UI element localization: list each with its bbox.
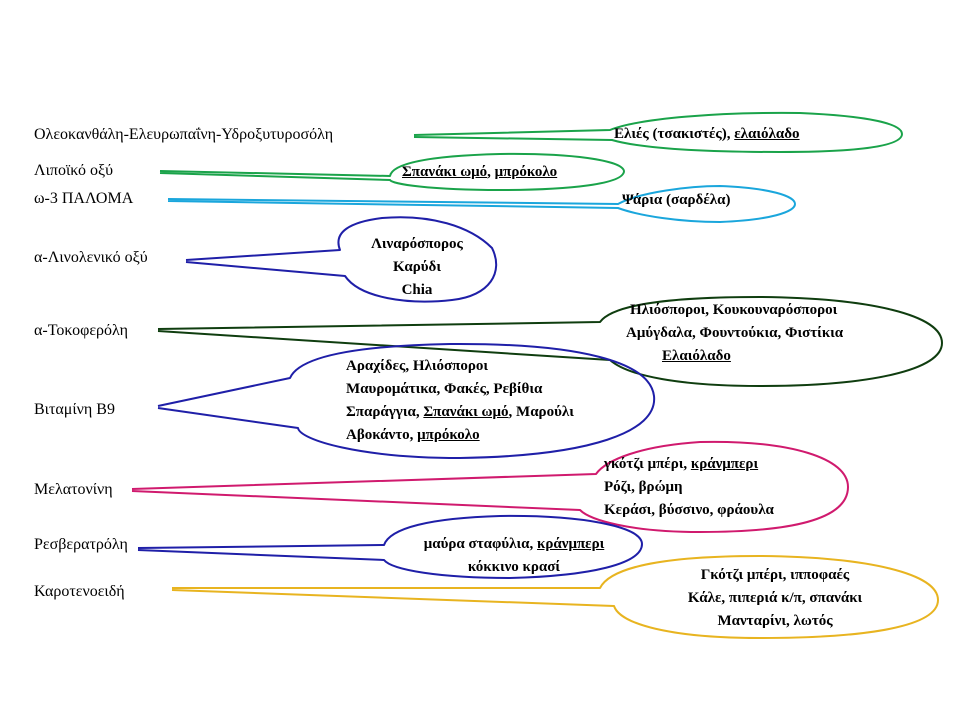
label-resveratrol: Ρεσβερατρόλη bbox=[34, 536, 128, 553]
bubble-text-segment: Σπανάκι ωμό bbox=[402, 164, 488, 180]
bubble-text-segment: Κεράσι, βύσσινο, φράουλα bbox=[604, 502, 774, 518]
label-tocopherol: α-Τοκοφερόλη bbox=[34, 322, 129, 339]
bubble-line: Σπανάκι ωμό, μπρόκολο bbox=[402, 161, 557, 184]
bubble-line: Μαυρομάτικα, Φακές, Ρεβίθια bbox=[346, 378, 574, 401]
bubble-line: Γκότζι μπέρι, ιπποφαές bbox=[650, 564, 900, 587]
bubble-line: Chia bbox=[352, 279, 482, 302]
connector-melatonin bbox=[131, 440, 849, 533]
bubble-line: Λιναρόσπορος bbox=[352, 233, 482, 256]
bubble-line: κόκκινο κρασί bbox=[386, 556, 642, 579]
label-linolenic-acid: α-Λινολενικό οξύ bbox=[34, 249, 148, 266]
bubble-resveratrol-text: μαύρα σταφύλια, κράνμπερι κόκκινο κρασί bbox=[386, 533, 642, 579]
bubble-text-segment: Ελιές (τσακιστές), bbox=[614, 126, 735, 142]
bubble-text-segment: Μαυρομάτικα, Φακές, Ρεβίθια bbox=[346, 381, 543, 397]
bubble-text-segment: κόκκινο κρασί bbox=[467, 559, 561, 575]
bubble-text-segment: Αμύγδαλα, Φουντούκια, Φιστίκια bbox=[626, 325, 844, 341]
bubble-line: Αβοκάντο, μπρόκολο bbox=[346, 424, 574, 447]
bubble-text-segment: Ηλιόσποροι, Κουκουναρόσποροι bbox=[630, 302, 838, 318]
bubble-lipoic-acid-text: Σπανάκι ωμό, μπρόκολο bbox=[402, 161, 557, 184]
bubble-line: μαύρα σταφύλια, κράνμπερι bbox=[386, 533, 642, 556]
bubble-text-segment: Λιναρόσπορος bbox=[371, 236, 463, 252]
bubble-omega3-text: Ψάρια (σαρδέλα) bbox=[622, 189, 730, 212]
label-carotenoids: Καροτενοειδή bbox=[34, 583, 125, 600]
bubble-line: Μανταρίνι, λωτός bbox=[650, 610, 900, 633]
label-melatonin: Μελατονίνη bbox=[34, 481, 113, 498]
connector-tocopherol bbox=[157, 296, 943, 387]
bubble-line: Ελαιόλαδο bbox=[662, 345, 843, 368]
bubble-text-segment: Σπαράγγια, bbox=[346, 404, 424, 420]
bubble-line: Ψάρια (σαρδέλα) bbox=[622, 189, 730, 212]
bubble-oleocanthal-text: Ελιές (τσακιστές), ελαιόλαδο bbox=[614, 123, 800, 146]
bubble-line: Ελιές (τσακιστές), ελαιόλαδο bbox=[614, 123, 800, 146]
bubble-text-segment: μπρόκολο bbox=[417, 427, 480, 443]
bubble-text-segment: , bbox=[487, 164, 495, 180]
connector-omega3 bbox=[167, 185, 796, 223]
bubble-text-segment: Γκότζι μπέρι, ιπποφαές bbox=[700, 567, 850, 583]
bubble-text-segment: Chia bbox=[401, 282, 433, 298]
bubble-line: γκότζι μπέρι, κράνμπερι bbox=[604, 453, 774, 476]
connector-b9 bbox=[157, 342, 656, 459]
bubble-text-segment: Σπανάκι ωμό bbox=[423, 404, 509, 420]
bubble-text-segment: Ψάρια (σαρδέλα) bbox=[622, 192, 731, 208]
label-omega3: ω-3 ΠΑΛΟΜΑ bbox=[34, 190, 134, 207]
label-lipoic-acid: Λιποϊκό οξύ bbox=[34, 162, 114, 179]
bubble-line: Ρόζι, βρώμη bbox=[604, 476, 774, 499]
bubble-text-segment: ελαιόλαδο bbox=[734, 126, 800, 142]
bubble-text-segment: , Μαρούλι bbox=[508, 404, 574, 420]
bubble-line: Καρύδι bbox=[352, 256, 482, 279]
bubble-text-segment: κράνμπερι bbox=[537, 536, 605, 552]
bubble-text-segment: γκότζι μπέρι, bbox=[604, 456, 691, 472]
connector-linolenic bbox=[185, 216, 498, 303]
label-vitamin-b9: Βιταμίνη Β9 bbox=[34, 401, 115, 418]
bubble-line: Ηλιόσποροι, Κουκουναρόσποροι bbox=[630, 299, 843, 322]
bubble-line: Αραχίδες, Ηλιόσποροι bbox=[346, 355, 574, 378]
bubble-text-segment: μαύρα σταφύλια, bbox=[423, 536, 538, 552]
connector-resveratrol bbox=[137, 514, 643, 579]
bubble-line: Κάλε, πιπεριά κ/π, σπανάκι bbox=[650, 587, 900, 610]
label-oleocanthal: Ολεοκανθάλη-Ελευρωπαΐνη-Υδροξυτυροσόλη bbox=[34, 126, 334, 143]
bubble-text-segment: Μανταρίνι, λωτός bbox=[717, 613, 833, 629]
connector-carotenoids bbox=[171, 555, 939, 639]
bubble-line: Κεράσι, βύσσινο, φράουλα bbox=[604, 499, 774, 522]
bubble-line: Αμύγδαλα, Φουντούκια, Φιστίκια bbox=[626, 322, 843, 345]
bubble-text-segment: Αραχίδες, Ηλιόσποροι bbox=[346, 358, 489, 374]
bubble-text-segment: Αβοκάντο, bbox=[346, 427, 418, 443]
bubble-line: Σπαράγγια, Σπανάκι ωμό, Μαρούλι bbox=[346, 401, 574, 424]
bubble-text-segment: Καρύδι bbox=[392, 259, 441, 275]
connector-oleocanthal bbox=[413, 111, 903, 153]
bubble-text-segment: Ρόζι, βρώμη bbox=[604, 479, 683, 495]
bubble-text-segment: κράνμπερι bbox=[690, 456, 759, 472]
bubble-text-segment: Κάλε, πιπεριά κ/π, σπανάκι bbox=[687, 590, 863, 606]
connector-lipoic bbox=[159, 152, 625, 191]
bubble-text-segment: Ελαιόλαδο bbox=[662, 348, 731, 364]
bubble-text-segment: μπρόκολο bbox=[494, 164, 558, 180]
